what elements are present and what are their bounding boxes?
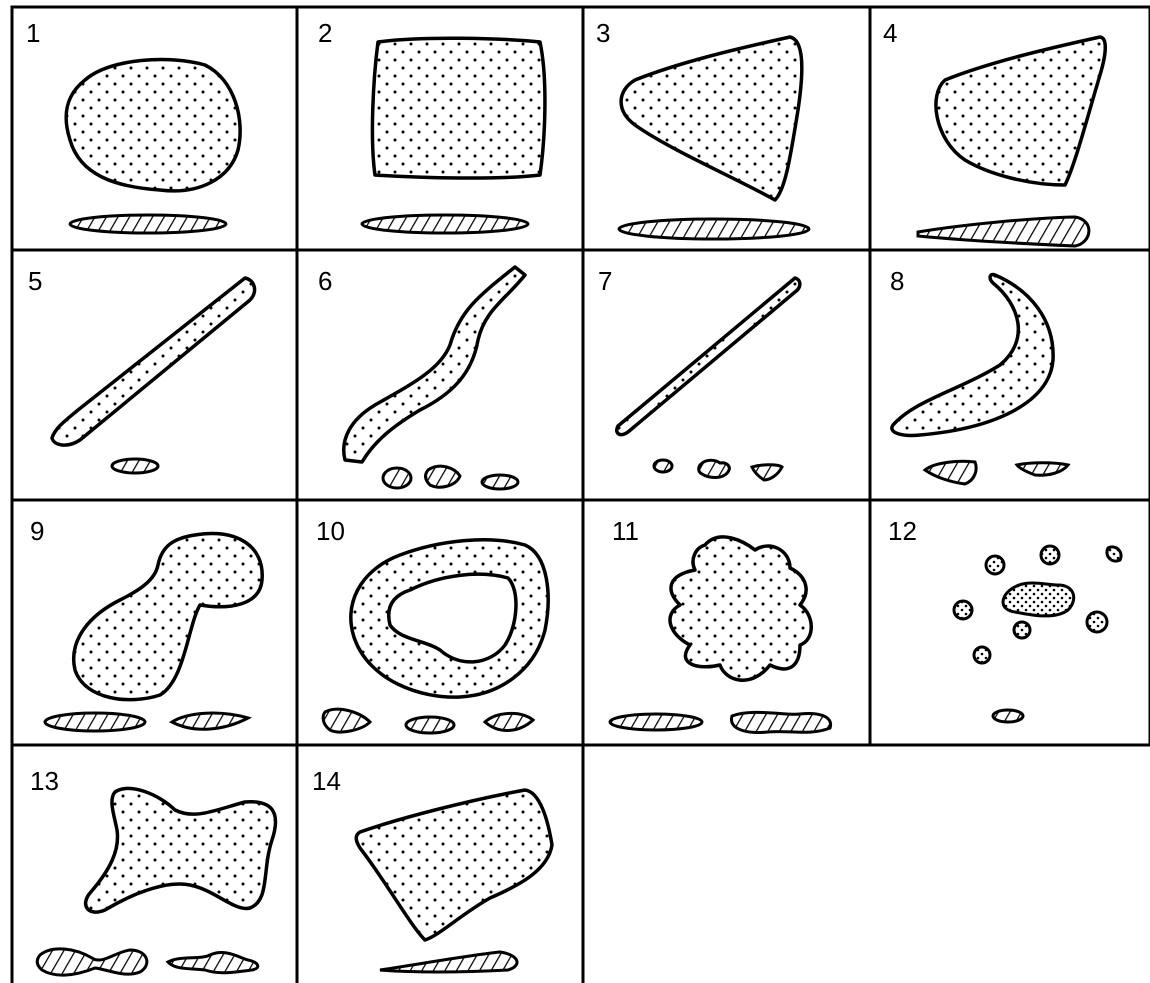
cell-10: 10 [316, 516, 548, 733]
section-group [37, 949, 258, 975]
cell-number: 14 [312, 766, 341, 796]
cell-1: 1 [26, 18, 240, 233]
fragment-group [954, 546, 1121, 663]
plan-shape [66, 60, 240, 191]
cell-number: 3 [596, 18, 610, 48]
cell-12: 12 [888, 516, 1121, 722]
cell-2: 2 [318, 18, 545, 233]
cell-number: 12 [888, 516, 917, 546]
cell-9: 9 [30, 516, 262, 731]
section-group [45, 713, 248, 731]
section-shape [918, 217, 1089, 246]
cell-number: 11 [612, 516, 639, 546]
cell-14: 14 [312, 766, 552, 972]
cell-number: 9 [30, 516, 44, 546]
cell-3: 3 [596, 18, 809, 239]
cell-number: 6 [318, 266, 332, 296]
section-group [383, 466, 518, 489]
plan-shape [372, 38, 545, 178]
plan-shape [936, 37, 1105, 185]
cell-5: 5 [28, 266, 255, 473]
cell-number: 13 [30, 766, 59, 796]
cell-number: 8 [890, 266, 904, 296]
cell-number: 2 [318, 18, 332, 48]
section-shape [380, 952, 517, 972]
section-shape [993, 710, 1023, 722]
section-shape [619, 219, 809, 239]
plan-shape [621, 37, 802, 200]
section-group [610, 712, 831, 732]
cell-7: 7 [598, 266, 800, 480]
plan-shape [617, 278, 800, 435]
plan-shape [356, 790, 552, 940]
cell-11: 11 [610, 516, 831, 732]
cell-number: 4 [883, 18, 897, 48]
section-shape [70, 215, 226, 233]
cell-4: 4 [883, 18, 1105, 246]
plan-shape [670, 537, 811, 680]
plan-shape [52, 278, 255, 445]
section-shape [112, 459, 158, 473]
cell-6: 6 [318, 266, 525, 489]
section-group [323, 709, 533, 733]
section-shape [362, 215, 528, 233]
plan-shape [892, 275, 1053, 436]
cell-number: 10 [316, 516, 345, 546]
cell-number: 1 [26, 18, 40, 48]
cell-13: 13 [30, 766, 276, 975]
plan-shape [86, 788, 276, 912]
plan-shape [74, 533, 263, 699]
cell-number: 7 [598, 266, 612, 296]
cell-8: 8 [890, 266, 1068, 484]
section-group [925, 461, 1068, 484]
section-group [654, 460, 782, 480]
plan-shape [344, 267, 525, 462]
cell-number: 5 [28, 266, 42, 296]
